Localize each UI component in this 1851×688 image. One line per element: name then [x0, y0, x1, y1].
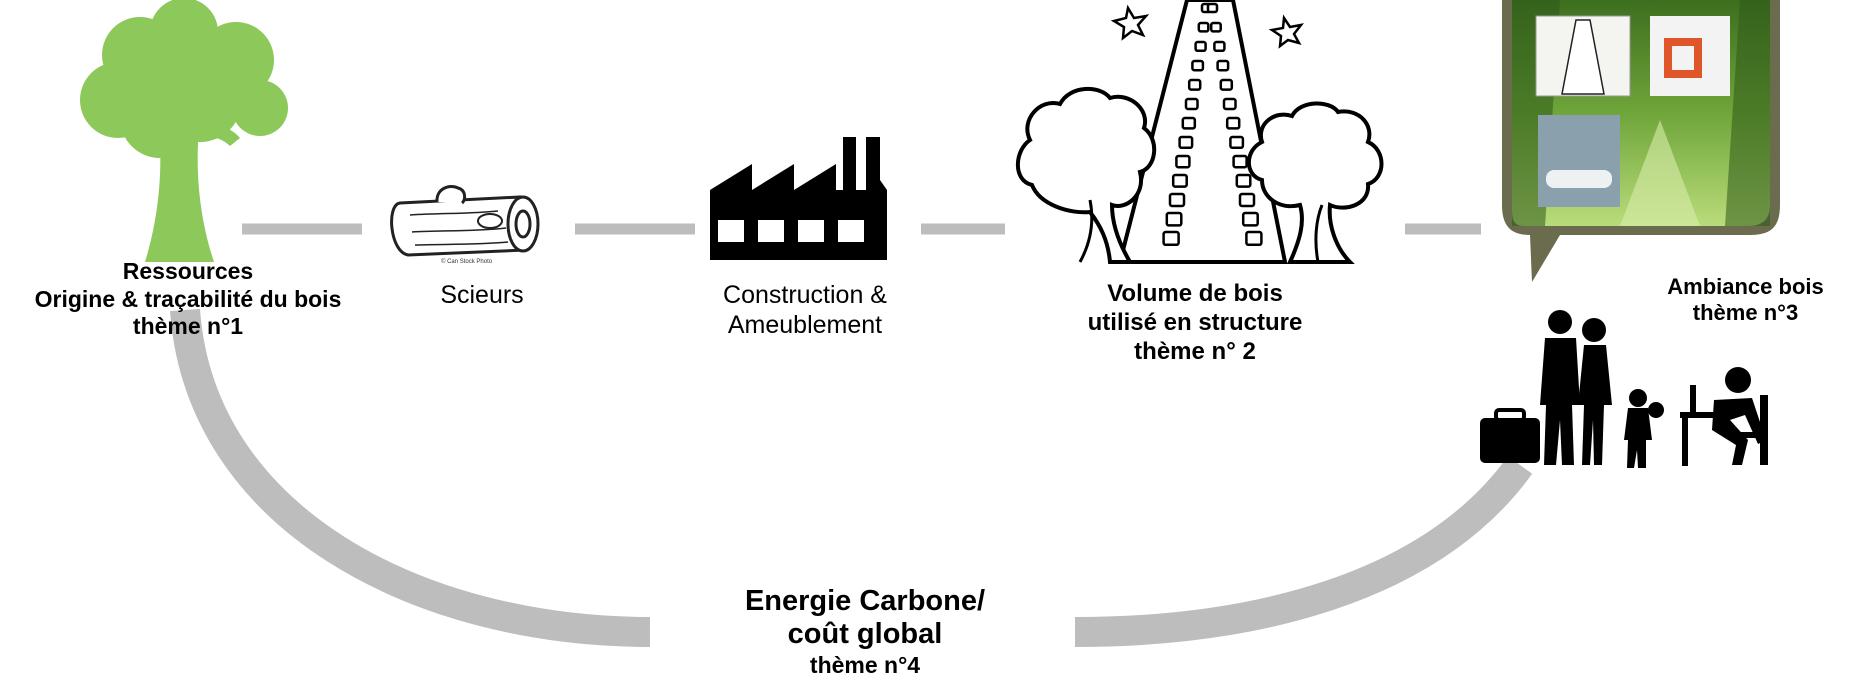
ambiance-theme: thème n°3 — [1692, 300, 1799, 326]
construction-line1: Construction & — [723, 281, 887, 309]
tower-window — [1241, 211, 1259, 227]
ambiance-label: Ambiance bois thème n°3 — [1640, 274, 1851, 327]
forest-speech-bubble-icon — [1502, 0, 1780, 282]
loop-arc-left — [170, 308, 651, 647]
construction-label: Construction & Ameublement — [680, 280, 930, 340]
tower-window — [1162, 230, 1180, 247]
structure-theme: thème n° 2 — [1134, 337, 1256, 365]
tower-window — [1219, 78, 1234, 91]
tower-window — [1191, 59, 1205, 72]
tower-window — [1184, 97, 1199, 111]
factory-icon — [710, 137, 887, 260]
inset-lounge-photo — [1538, 115, 1620, 207]
energy-label: Energie Carbone/ coût global thème n°4 — [690, 585, 1040, 678]
energy-line2: coût global — [787, 618, 943, 651]
tower-window — [1232, 154, 1248, 169]
tower-windows — [1162, 2, 1263, 247]
construction-line2: Ameublement — [727, 311, 883, 339]
tower-window — [1181, 116, 1197, 130]
tower-window — [1235, 173, 1252, 188]
tower-window — [1178, 135, 1194, 150]
tower-window — [1187, 78, 1202, 91]
structure-line2: utilisé en structure — [1087, 308, 1303, 336]
resources-label: Ressources Origine & traçabilité du bois… — [0, 258, 376, 341]
tower-window — [1197, 21, 1210, 33]
structure-label: Volume de bois utilisé en structure thèm… — [1050, 280, 1340, 366]
loop-arc-right — [1074, 456, 1533, 647]
structure-line1: Volume de bois — [1107, 280, 1283, 307]
tower-window — [1229, 135, 1245, 150]
tower-window — [1213, 40, 1226, 53]
tower-window — [1168, 192, 1186, 208]
sawmills-title: Scieurs — [440, 281, 524, 309]
energy-line1: Energie Carbone/ — [744, 585, 986, 617]
sawmills-label: Scieurs — [402, 280, 562, 310]
log-icon: © Can Stock Photo — [390, 185, 540, 265]
tower-window — [1216, 59, 1230, 72]
tower-window — [1209, 21, 1222, 33]
energy-theme: thème n°4 — [809, 651, 921, 678]
resources-title: Ressources — [122, 258, 254, 284]
resources-theme: thème n°1 — [132, 313, 244, 340]
tower-window — [1245, 230, 1263, 247]
tower-window — [1225, 116, 1241, 130]
log-credit: © Can Stock Photo — [441, 258, 493, 265]
tower-window — [1171, 173, 1188, 188]
resources-subtitle: Origine & traçabilité du bois — [34, 285, 342, 312]
tower-window — [1206, 2, 1219, 14]
tree-icon — [80, 0, 288, 262]
tower-icon — [1015, 0, 1384, 264]
tower-window — [1238, 192, 1256, 208]
tower-window — [1222, 97, 1237, 111]
tower-window — [1194, 40, 1207, 53]
tower-window — [1175, 154, 1191, 169]
people-icon — [1480, 310, 1768, 468]
tower-window — [1165, 211, 1183, 227]
ambiance-title: Ambiance bois — [1667, 274, 1824, 299]
